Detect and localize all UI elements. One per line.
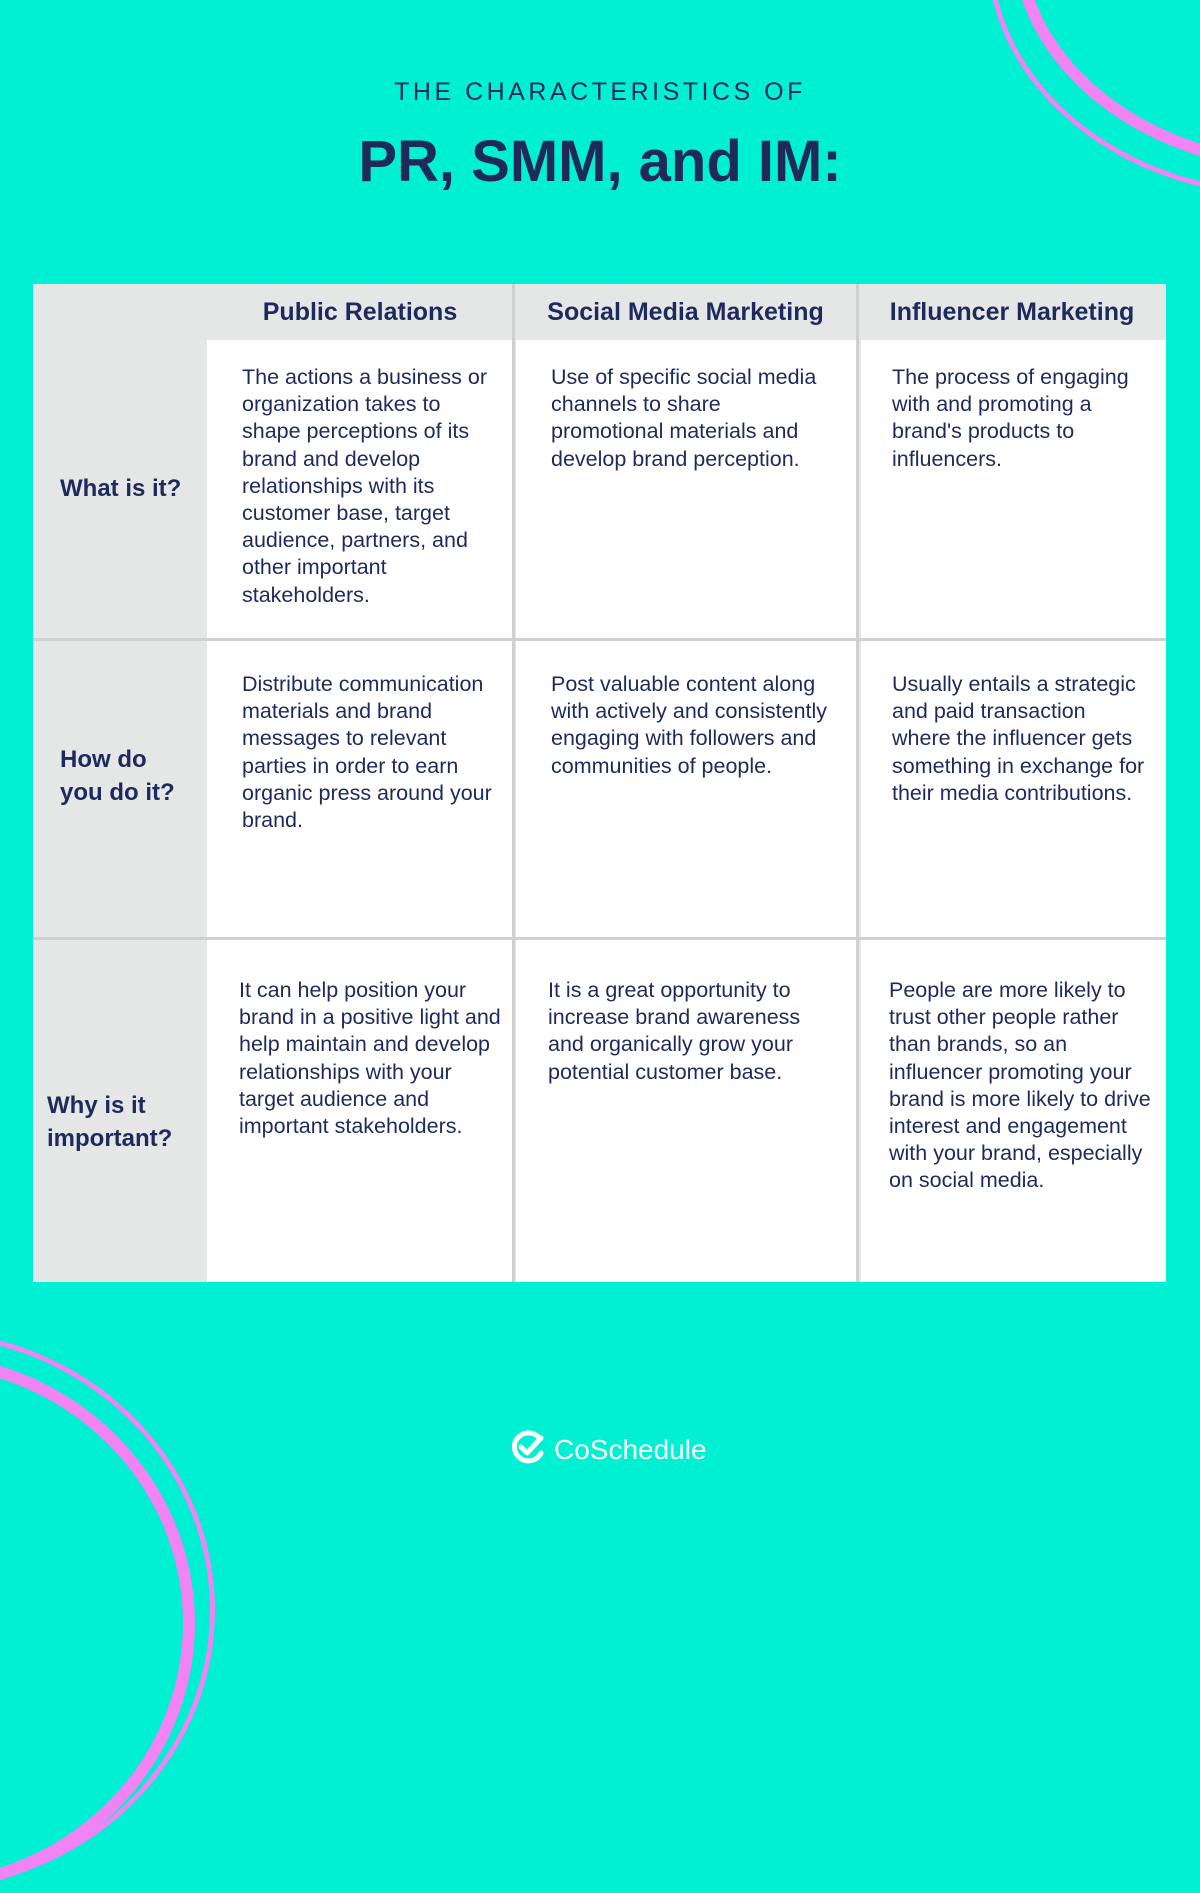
table-cell: Post valuable content along with activel… xyxy=(516,641,858,937)
coschedule-logo: CoSchedule xyxy=(510,1429,707,1472)
row-label-what-is-it: What is it? xyxy=(60,475,182,502)
table-cell: Use of specific social media channels to… xyxy=(516,340,858,638)
brand-name: CoSchedule xyxy=(554,1434,707,1465)
row-label-why-is-it-important: Why is it important? xyxy=(47,1092,173,1152)
table-cell: The actions a business or organization t… xyxy=(207,340,513,638)
column-divider xyxy=(512,284,515,1282)
decorative-arc-bottom-left-inner xyxy=(0,1353,195,1893)
column-header-public-relations: Public Relations xyxy=(262,298,458,326)
row-label-how-do-you-do-it: How do you do it? xyxy=(60,746,175,806)
row-divider xyxy=(33,638,1166,641)
comparison-table: Public Relations Social Media Marketing … xyxy=(33,284,1166,1282)
table-cell: It is a great opportunity to increase br… xyxy=(516,940,858,1282)
table-cell: Usually entails a strategic and paid tra… xyxy=(861,641,1166,937)
column-header-influencer-marketing: Influencer Marketing xyxy=(889,298,1135,326)
table-cell: The process of engaging with and promoti… xyxy=(861,340,1166,638)
table-cell: Distribute communication materials and b… xyxy=(207,641,513,937)
check-circle-icon xyxy=(510,1429,546,1472)
table-cell: It can help position your brand in a pos… xyxy=(207,940,513,1282)
table-cell: People are more likely to trust other pe… xyxy=(861,940,1166,1282)
column-divider xyxy=(856,284,859,1282)
page-subtitle: THE CHARACTERISTICS OF xyxy=(394,78,806,106)
column-header-social-media-marketing: Social Media Marketing xyxy=(547,298,824,326)
page-title: PR, SMM, and IM: xyxy=(358,129,842,194)
row-divider xyxy=(33,937,1166,940)
